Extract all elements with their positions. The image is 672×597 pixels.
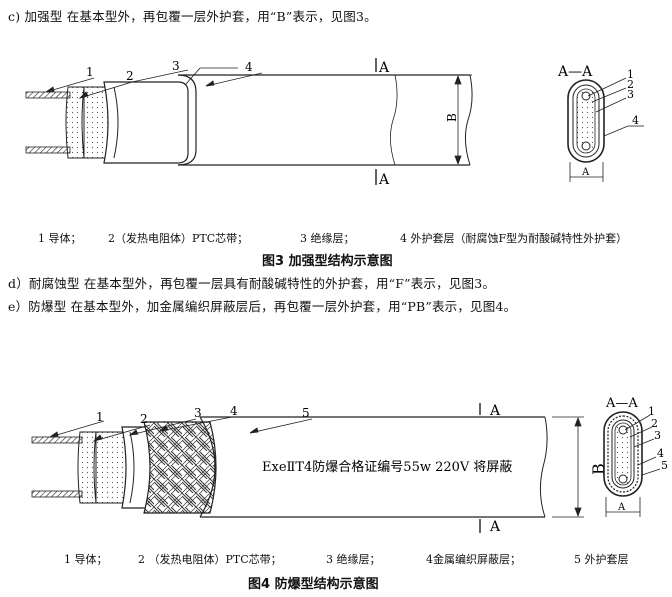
fig4-section-dim: A [617,502,626,513]
fig4-section-num-2: 2 [651,417,658,430]
fig4-outer-jacket [199,416,548,518]
fig4-section-num-4: 4 [657,447,664,460]
fig4-callout-3: 3 [194,406,202,420]
fig4-callout-4: 4 [230,404,238,418]
fig3-section-num-1: 1 [627,68,634,81]
figure-3-diagram: 1 2 3 4 A A B A—A 1 2 3 4 A [25,58,644,188]
insulation-layer [103,81,189,164]
fig4-dim-B: B [589,463,608,475]
fig4-cable-marking: ExeⅡT4防爆合格证编号55w 220V 将屏蔽 [262,459,512,475]
fig3-legend-3: 3 绝缘层； [300,232,355,245]
fig4-legend-5: 5 外护套层 [574,553,629,566]
paragraph-d: d）耐腐蚀型 在基本型外，再包覆一层具有耐酸碱特性的外护套，用“F”表示，见图3… [8,276,496,291]
fig4-section-num-5: 5 [661,459,668,472]
fig4-braid-shield [143,421,217,514]
fig3-section-num-4: 4 [632,114,639,127]
fig4-callout-5: 5 [302,406,310,420]
fig4-callout-2: 2 [140,412,148,426]
fig3-section-mark-top: A [378,60,390,76]
fig4-legend-4: 4金属编织屏蔽层； [426,553,521,566]
fig3-legend-2: 2（发热电阻体）PTC芯带； [108,232,249,245]
fig4-callout-1: 1 [96,410,104,424]
fig3-callout-1: 1 [86,65,94,79]
fig4-caption: 图4 防爆型结构示意图 [248,577,379,592]
conductor-wires [25,91,71,154]
fig3-legend-4: 4 外护套层（耐腐蚀F型为耐酸碱特性外护套） [400,232,628,245]
fig4-legend-3: 3 绝缘层； [326,553,381,566]
fig4-legend-1: 1 导体； [64,553,108,566]
fig3-cross-section [567,79,605,163]
fig3-legend-1: 1 导体； [38,232,82,245]
fig3-callout-3: 3 [172,59,180,73]
paragraph-c: c) 加强型 在基本型外，再包覆一层外护套，用“B”表示，见图3。 [8,9,377,24]
fig4-conductor-wires [31,436,83,498]
fig4-section-num-3: 3 [654,429,661,442]
figure-4-diagram: ExeⅡT4防爆合格证编号55w 220V 将屏蔽 1 2 3 4 5 A A … [31,396,668,535]
fig4-cross-section [603,411,643,497]
fig3-dim-B: B [445,113,459,122]
fig3-caption: 图3 加强型结构示意图 [262,254,393,269]
fig4-section-title: A—A [605,396,638,411]
fig3-section-mark-bottom: A [378,172,390,188]
fig3-section-dim: A [581,167,590,178]
fig3-section-num-2: 2 [627,78,634,91]
fig3-callout-4: 4 [245,60,253,74]
fig3-section-num-3: 3 [627,88,634,101]
paragraph-e: e）防爆型 在基本型外，加金属编织屏蔽层后，再包覆一层外护套，用“PB”表示，见… [8,299,517,314]
fig4-legend-2: 2 （发热电阻体）PTC芯带； [138,553,282,566]
fig3-section-title: A—A [557,64,593,80]
fig4-section-num-1: 1 [648,405,655,418]
fig4-section-mark-bottom: A [489,519,501,535]
outer-jacket [177,74,473,166]
fig4-ptc-core [77,431,131,504]
fig4-section-mark-top: A [489,403,501,419]
fig3-callout-2: 2 [126,69,134,83]
